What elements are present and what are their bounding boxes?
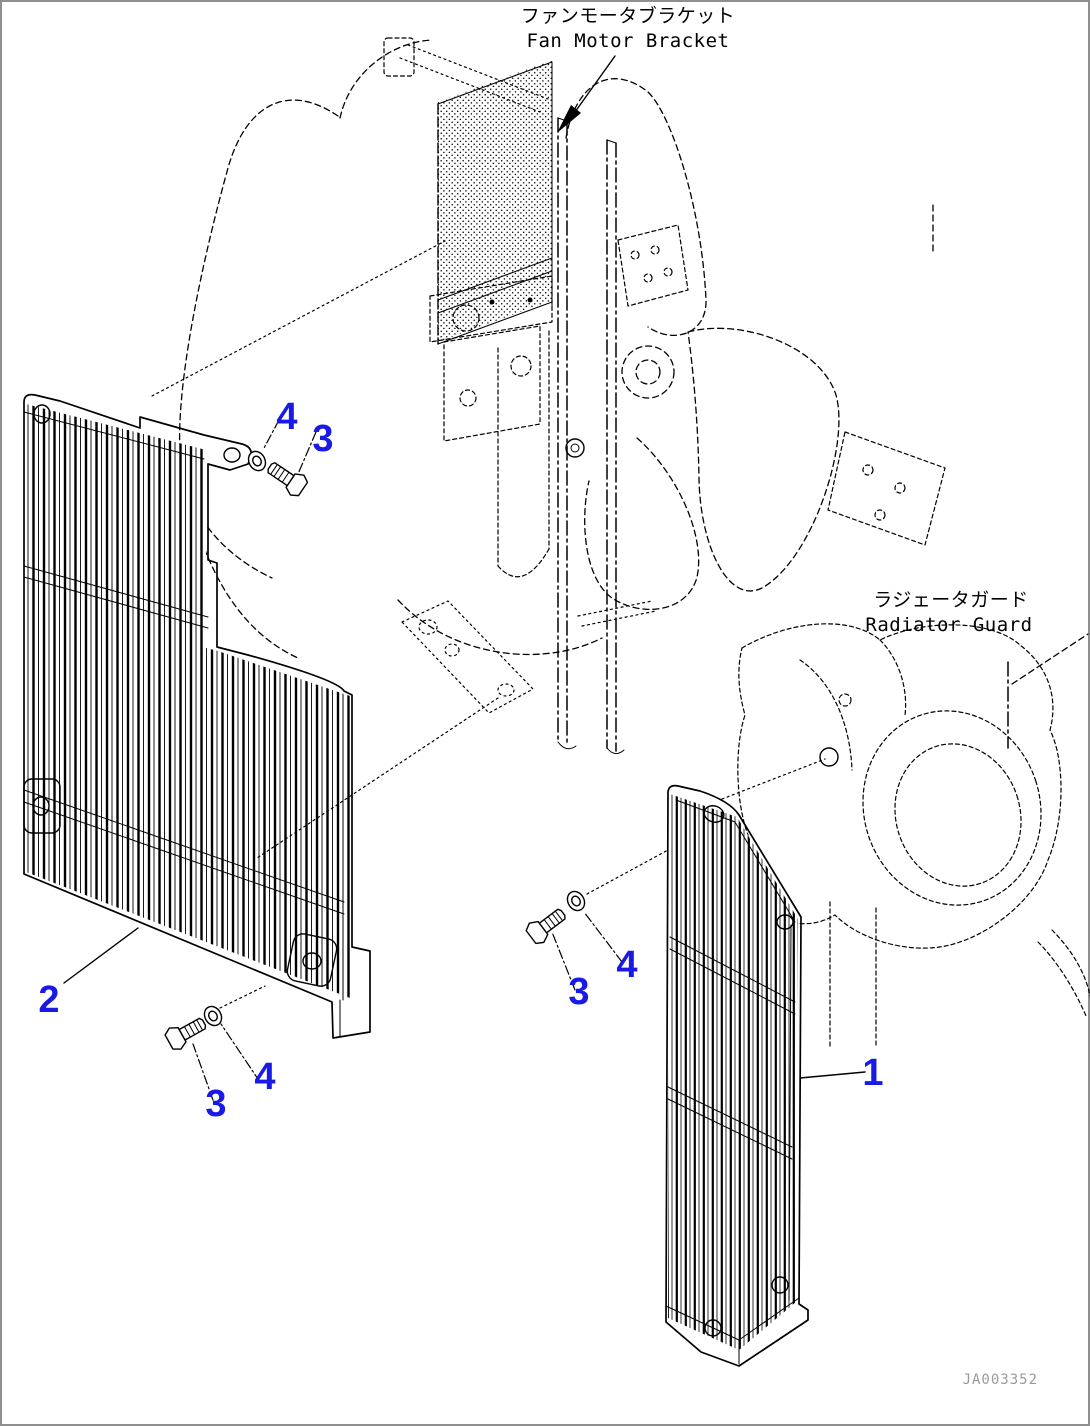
left-guard-top-ear-hole (34, 405, 50, 423)
middle-washer (563, 887, 589, 915)
callout-3-lower-left: 3 (205, 1083, 226, 1125)
callout-4-upper: 4 (276, 396, 297, 438)
alignment-dotted-left-guard (152, 241, 445, 396)
callout-4-middle: 4 (616, 944, 637, 986)
leader-middle-washer (584, 912, 622, 962)
fan-motor-bracket-bars (558, 118, 656, 754)
alignment-dotted-lower-left-washer (220, 986, 265, 1008)
callout-1: 1 (862, 1052, 883, 1094)
right-guard-slats (668, 794, 798, 1350)
fan-motor-housing (738, 624, 1090, 1048)
radiator-lower-tank (498, 331, 549, 577)
left-radiator-guard (24, 395, 370, 1038)
left-guard-bottom-ear-hole (303, 953, 321, 969)
right-guard-outline (666, 786, 808, 1366)
lower-mount-bracket (402, 601, 533, 713)
fan-pivot-plates (618, 225, 945, 545)
right-guard-bottom-hole-left (705, 1320, 721, 1336)
left-guard-side-ear (24, 779, 60, 833)
right-guard-top-ear-hole (702, 803, 726, 824)
leader-middle-bolt (552, 932, 575, 990)
alignment-dotted-middle-washer-b (722, 759, 825, 799)
fan-motor-bracket-assembly (180, 38, 945, 754)
leader-left-guard (64, 928, 138, 983)
left-guard-bottom-ear (285, 932, 338, 988)
left-guard-arm-ear-hole (224, 448, 240, 462)
radiator-core (438, 60, 553, 344)
radiator-guard-label-jp: ラジェータガード (873, 589, 1029, 611)
lower-left-bolt (162, 1011, 211, 1054)
middle-bolt (523, 902, 571, 948)
left-guard-slats (26, 404, 350, 998)
radiator-guard-label-en: Radiator Guard (865, 614, 1032, 636)
leader-lower-left-bolt (193, 1044, 213, 1100)
leader-upper-washer (263, 420, 279, 450)
fan-blades (180, 40, 933, 658)
callout-3-upper: 3 (312, 418, 333, 460)
callout-2: 2 (38, 979, 59, 1021)
right-guard-right-ear-hole (777, 915, 793, 929)
left-guard-side-ear-hole (33, 797, 49, 815)
fan-motor-block (430, 276, 584, 457)
fan-motor-bracket-label-en: Fan Motor Bracket (527, 30, 730, 52)
part-labels: ファンモータブラケット Fan Motor Bracket ラジェータガード R… (521, 4, 1032, 636)
label-arrow (557, 56, 615, 133)
right-guard-bottom-hole-right (772, 1277, 788, 1293)
callouts: 4 3 2 3 4 3 4 1 (38, 396, 883, 1125)
alignment-dotted-middle-washer-a (587, 850, 668, 894)
leader-upper-bolt (298, 432, 316, 474)
upper-washer (244, 447, 270, 475)
drawing-id-watermark: JA003352 (963, 1372, 1038, 1388)
fan-motor-bracket-label-jp: ファンモータブラケット (521, 4, 736, 27)
callout-4-lower-left: 4 (254, 1056, 275, 1098)
housing-mount-lug (820, 748, 838, 766)
upper-support-arm (384, 38, 548, 112)
right-radiator-guard (666, 786, 808, 1366)
leader-right-guard (800, 1072, 865, 1078)
leader-lines (64, 56, 865, 1100)
leader-lower-left-washer (221, 1024, 260, 1082)
alignment-dotted-lower (257, 698, 498, 858)
arrowhead (557, 105, 581, 133)
callout-3-middle: 3 (568, 971, 589, 1013)
